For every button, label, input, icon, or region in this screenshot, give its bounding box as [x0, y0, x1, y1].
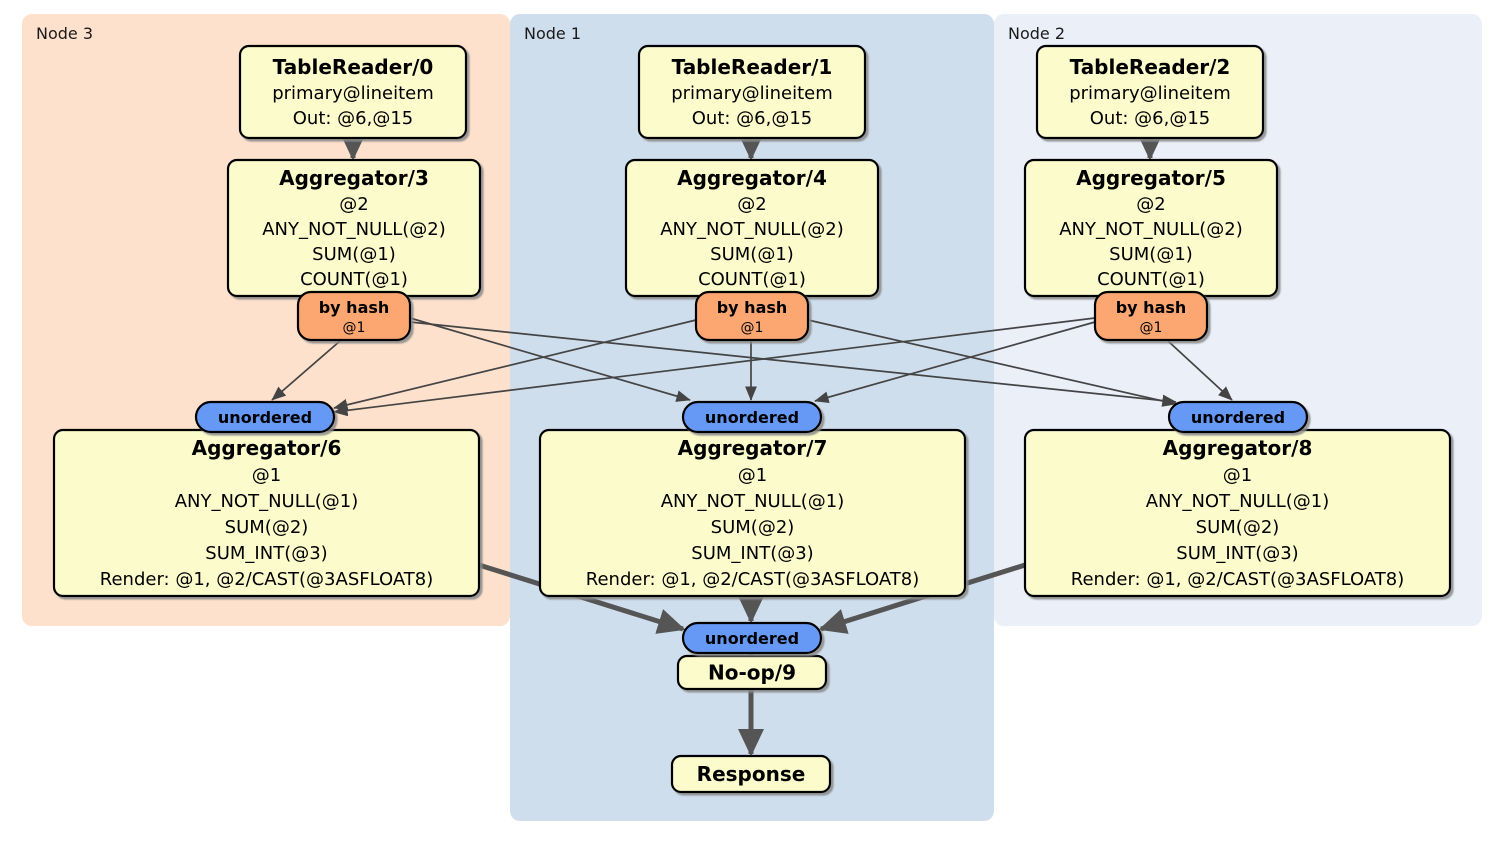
box-line-aggregator-6-3: SUM(@2)	[225, 517, 309, 538]
box-line-aggregator-4-2: ANY_NOT_NULL(@2)	[660, 219, 844, 240]
box-line-tablereader-0-1: primary@lineitem	[272, 83, 434, 104]
box-title-tablereader-2: TableReader/2	[1070, 55, 1231, 79]
box-title-aggregator-8: Aggregator/8	[1163, 436, 1313, 460]
pill-shape-unordered-final	[681, 621, 823, 655]
pill-shape-by-hash-node1	[694, 290, 810, 342]
box-line-aggregator-7-4: SUM_INT(@3)	[691, 543, 813, 564]
edge-hash2-to-unordered1	[814, 321, 1096, 404]
box-shape-tablereader-0	[238, 44, 468, 140]
box-title-aggregator-5: Aggregator/5	[1076, 166, 1226, 190]
router-pills-layer: by hash @1 by hash @1 by hash @1 unordered unor…	[194, 290, 1309, 655]
pill-by-hash-node1[interactable]: by hash @1	[694, 290, 810, 342]
pill-label-unordered-final: unordered	[705, 629, 799, 648]
box-line-aggregator-3-2: ANY_NOT_NULL(@2)	[262, 219, 446, 240]
box-line-aggregator-6-5: Render: @1, @2/CAST(@3ASFLOAT8)	[100, 569, 433, 590]
box-shape-response	[670, 754, 832, 794]
pill-shape-by-hash-node2	[1093, 290, 1209, 342]
box-title-aggregator-4: Aggregator/4	[677, 166, 827, 190]
pill-label-unordered-node2: unordered	[1191, 408, 1285, 427]
box-line-aggregator-7-3: SUM(@2)	[711, 517, 795, 538]
pill-shape-by-hash-node3	[296, 290, 412, 342]
edge-hash1-to-unordered3	[333, 319, 697, 411]
edge-hash2-to-unordered3	[333, 317, 1096, 417]
pill-by-hash-node3[interactable]: by hash @1	[296, 290, 412, 342]
edge-hash1-to-unordered2	[807, 319, 1177, 407]
box-title-tablereader-0: TableReader/0	[273, 55, 434, 79]
pill-shape-unordered-node1	[681, 400, 823, 434]
box-line-aggregator-3-4: COUNT(@1)	[300, 269, 408, 290]
box-title-aggregator-6: Aggregator/6	[192, 436, 342, 460]
box-line-tablereader-2-2: Out: @6,@15	[1090, 108, 1211, 129]
box-line-aggregator-5-4: COUNT(@1)	[1097, 269, 1205, 290]
box-line-tablereader-2-1: primary@lineitem	[1069, 83, 1231, 104]
box-line-aggregator-5-2: ANY_NOT_NULL(@2)	[1059, 219, 1243, 240]
edge-hash3-to-unordered1	[409, 317, 691, 402]
pill-by-hash-node2[interactable]: by hash @1	[1093, 290, 1209, 342]
box-line-tablereader-1-2: Out: @6,@15	[692, 108, 813, 129]
pill-unordered-node3[interactable]: unordered	[194, 400, 336, 434]
box-line-aggregator-6-2: ANY_NOT_NULL(@1)	[175, 491, 359, 512]
box-line-aggregator-3-1: @2	[339, 194, 368, 215]
pill-label-by-hash-node2: by hash	[1116, 298, 1187, 317]
box-line-aggregator-8-1: @1	[1223, 465, 1252, 486]
pill-sublabel-by-hash-node1: @1	[741, 320, 764, 336]
edge-hash3-to-unordered3	[271, 340, 341, 401]
box-shape-tablereader-1	[637, 44, 867, 140]
pill-label-unordered-node1: unordered	[705, 408, 799, 427]
box-line-aggregator-5-3: SUM(@1)	[1109, 244, 1193, 265]
box-line-aggregator-3-3: SUM(@1)	[312, 244, 396, 265]
pill-label-by-hash-node1: by hash	[717, 298, 788, 317]
box-line-aggregator-8-4: SUM_INT(@3)	[1176, 543, 1298, 564]
pill-unordered-node2[interactable]: unordered	[1167, 400, 1309, 434]
box-noop-9[interactable]: No-op/9	[676, 654, 828, 691]
box-title-tablereader-1: TableReader/1	[672, 55, 833, 79]
pill-shape-unordered-node3	[194, 400, 336, 434]
edges-layer	[262, 133, 1240, 757]
pill-shape-unordered-node2	[1167, 400, 1309, 434]
box-shape-tablereader-2	[1035, 44, 1265, 140]
box-title-response: Response	[697, 762, 806, 786]
box-line-aggregator-7-5: Render: @1, @2/CAST(@3ASFLOAT8)	[586, 569, 919, 590]
edge-hash3-to-unordered2	[409, 321, 1177, 407]
pill-label-by-hash-node3: by hash	[319, 298, 390, 317]
box-line-aggregator-4-4: COUNT(@1)	[698, 269, 806, 290]
box-line-tablereader-1-1: primary@lineitem	[671, 83, 833, 104]
box-title-aggregator-3: Aggregator/3	[279, 166, 429, 190]
pill-sublabel-by-hash-node2: @1	[1140, 320, 1163, 336]
box-response[interactable]: Response	[670, 754, 832, 794]
edge-hash2-to-unordered2	[1167, 340, 1233, 401]
box-shape-noop-9	[676, 654, 828, 691]
box-title-aggregator-7: Aggregator/7	[678, 436, 828, 460]
box-line-aggregator-5-1: @2	[1136, 194, 1165, 215]
pill-unordered-final[interactable]: unordered	[681, 621, 823, 655]
box-line-aggregator-7-2: ANY_NOT_NULL(@1)	[661, 491, 845, 512]
box-title-noop-9: No-op/9	[708, 661, 796, 685]
panel-label-node-2: Node 2	[1008, 24, 1065, 43]
box-line-aggregator-8-3: SUM(@2)	[1196, 517, 1280, 538]
pill-sublabel-by-hash-node3: @1	[343, 320, 366, 336]
box-line-aggregator-4-1: @2	[737, 194, 766, 215]
box-line-aggregator-7-1: @1	[738, 465, 767, 486]
panel-label-node-3: Node 3	[36, 24, 93, 43]
box-line-aggregator-4-3: SUM(@1)	[710, 244, 794, 265]
panel-label-node-1: Node 1	[524, 24, 581, 43]
box-line-tablereader-0-2: Out: @6,@15	[293, 108, 414, 129]
box-line-aggregator-6-4: SUM_INT(@3)	[205, 543, 327, 564]
box-line-aggregator-6-1: @1	[252, 465, 281, 486]
box-line-aggregator-8-2: ANY_NOT_NULL(@1)	[1146, 491, 1330, 512]
pill-label-unordered-node3: unordered	[218, 408, 312, 427]
pill-unordered-node1[interactable]: unordered	[681, 400, 823, 434]
box-line-aggregator-8-5: Render: @1, @2/CAST(@3ASFLOAT8)	[1071, 569, 1404, 590]
